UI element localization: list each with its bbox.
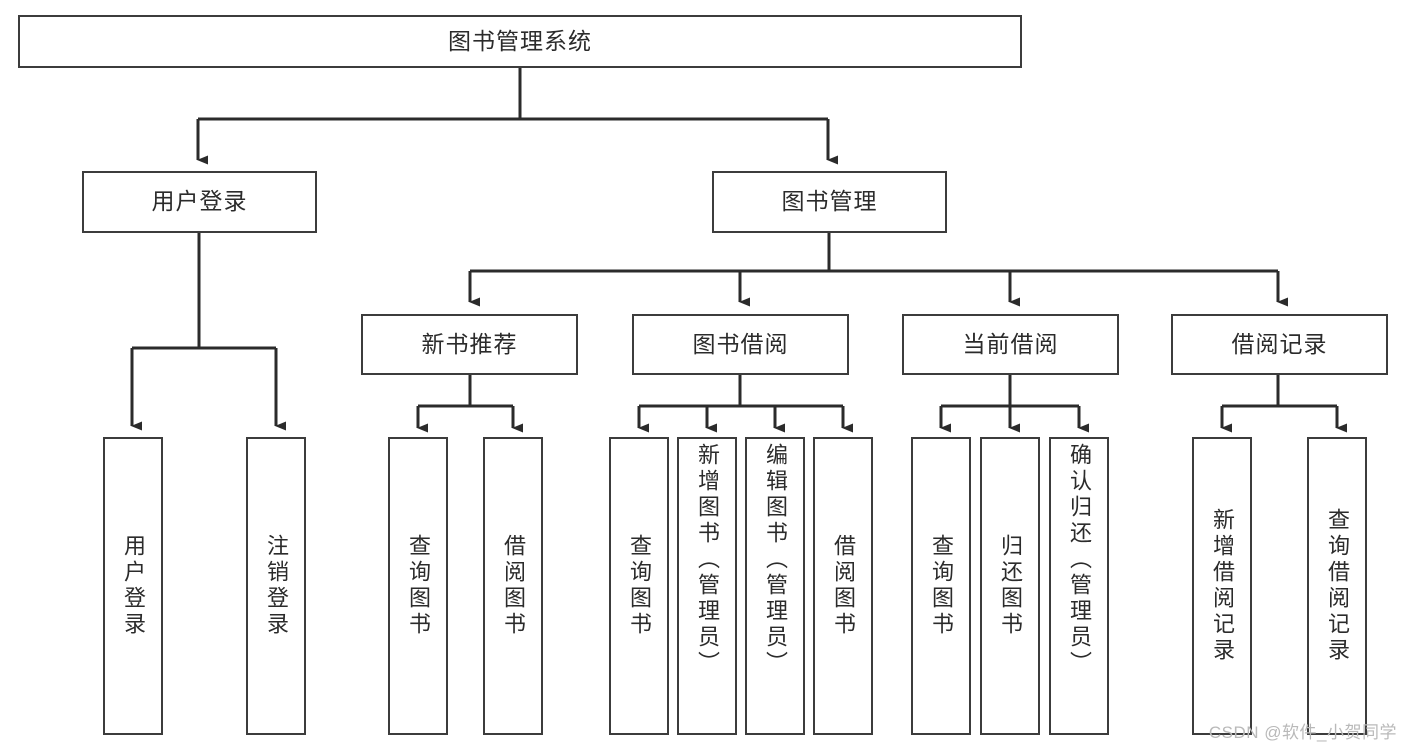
leaf-node-edit-book-admin[interactable]: 编辑图书（管理员） <box>745 437 805 735</box>
leaf-inner: 查询图书 <box>390 439 446 733</box>
leaf-label: 新增图书（管理员） <box>695 443 720 677</box>
leaf-label: 借阅图书 <box>501 534 526 638</box>
node-root-book-management-system[interactable]: 图书管理系统 <box>18 15 1022 68</box>
leaf-node-borrow-book[interactable]: 借阅图书 <box>813 437 873 735</box>
leaf-node-confirm-return-admin[interactable]: 确认归还（管理员） <box>1049 437 1109 735</box>
leaf-inner: 新增图书（管理员） <box>679 439 735 737</box>
leaf-inner: 查询图书 <box>913 439 969 733</box>
node-current-borrow[interactable]: 当前借阅 <box>902 314 1119 375</box>
node-borrow-record[interactable]: 借阅记录 <box>1171 314 1388 375</box>
leaf-node-logout[interactable]: 注销登录 <box>246 437 306 735</box>
leaf-node-query-book-recommend[interactable]: 查询图书 <box>388 437 448 735</box>
leaf-inner: 查询图书 <box>611 439 667 733</box>
leaf-label: 查询图书 <box>627 534 652 638</box>
node-label: 用户登录 <box>151 188 248 215</box>
node-label: 借阅记录 <box>1231 330 1328 357</box>
node-book-management[interactable]: 图书管理 <box>712 171 947 233</box>
leaf-label: 编辑图书（管理员） <box>763 443 788 677</box>
leaf-inner: 借阅图书 <box>485 439 541 733</box>
leaf-label: 借阅图书 <box>831 534 856 638</box>
leaf-label: 注销登录 <box>264 534 289 638</box>
leaf-inner: 查询借阅记录 <box>1309 439 1365 733</box>
leaf-inner: 借阅图书 <box>815 439 871 733</box>
leaf-node-add-book-admin[interactable]: 新增图书（管理员） <box>677 437 737 735</box>
leaf-inner: 编辑图书（管理员） <box>747 439 803 737</box>
leaf-inner: 用户登录 <box>105 439 161 733</box>
leaf-label: 查询图书 <box>406 534 431 638</box>
leaf-node-return-book[interactable]: 归还图书 <box>980 437 1040 735</box>
node-label: 图书管理 <box>781 188 878 215</box>
node-label: 当前借阅 <box>962 330 1059 357</box>
leaf-node-query-borrow-record[interactable]: 查询借阅记录 <box>1307 437 1367 735</box>
node-new-book-recommend[interactable]: 新书推荐 <box>361 314 578 375</box>
leaf-node-add-borrow-record[interactable]: 新增借阅记录 <box>1192 437 1252 735</box>
leaf-label: 确认归还（管理员） <box>1067 443 1092 677</box>
csdn-watermark: CSDN @软件_小贺同学 <box>1208 723 1397 742</box>
leaf-inner: 确认归还（管理员） <box>1051 439 1107 737</box>
node-label: 图书管理系统 <box>448 27 592 54</box>
leaf-inner: 新增借阅记录 <box>1194 439 1250 733</box>
leaf-inner: 归还图书 <box>982 439 1038 733</box>
node-book-borrow[interactable]: 图书借阅 <box>632 314 849 375</box>
node-label: 新书推荐 <box>421 330 518 357</box>
leaf-node-borrow-book-recommend[interactable]: 借阅图书 <box>483 437 543 735</box>
node-user-login[interactable]: 用户登录 <box>82 171 317 233</box>
leaf-node-query-book-borrow[interactable]: 查询图书 <box>609 437 669 735</box>
leaf-label: 归还图书 <box>998 534 1023 638</box>
leaf-label: 新增借阅记录 <box>1210 508 1235 664</box>
leaf-label: 用户登录 <box>121 534 146 638</box>
leaf-node-query-book-current[interactable]: 查询图书 <box>911 437 971 735</box>
leaf-label: 查询借阅记录 <box>1325 508 1350 664</box>
node-label: 图书借阅 <box>692 330 789 357</box>
leaf-label: 查询图书 <box>929 534 954 638</box>
leaf-inner: 注销登录 <box>248 439 304 733</box>
leaf-node-user-login[interactable]: 用户登录 <box>103 437 163 735</box>
